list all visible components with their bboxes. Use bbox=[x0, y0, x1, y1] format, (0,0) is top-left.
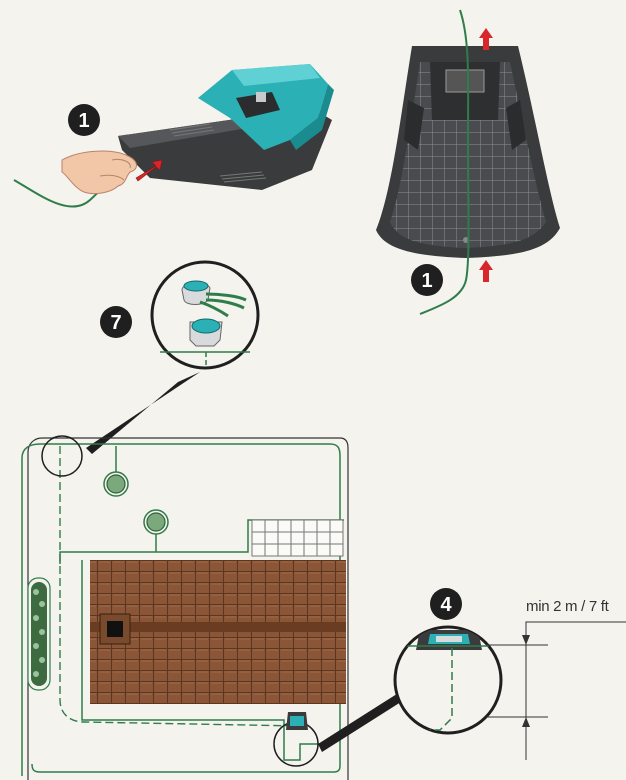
step-7-badge: 7 bbox=[100, 306, 132, 338]
hand-icon bbox=[62, 151, 137, 194]
svg-text:1: 1 bbox=[78, 110, 89, 132]
house bbox=[90, 560, 346, 704]
min-distance-label: min 2 m / 7 ft bbox=[526, 598, 609, 615]
svg-text:1: 1 bbox=[421, 270, 432, 292]
connector-icon bbox=[190, 319, 222, 346]
charging-station-detail bbox=[318, 622, 626, 760]
connector-detail bbox=[86, 262, 258, 454]
arrow-up-icon bbox=[479, 260, 493, 282]
hedge bbox=[28, 578, 50, 690]
patio bbox=[252, 520, 343, 556]
bush-icon bbox=[147, 513, 165, 531]
svg-text:4: 4 bbox=[440, 594, 452, 616]
robot-mower-icon bbox=[286, 712, 308, 730]
bush-icon bbox=[107, 475, 125, 493]
garden-plan bbox=[22, 436, 348, 780]
mower-underside-view bbox=[376, 10, 560, 314]
mower-side-view bbox=[14, 64, 334, 207]
step-1-badge: 1 bbox=[411, 264, 443, 296]
step-4-badge: 4 bbox=[430, 588, 462, 620]
step-1-badge: 1 bbox=[68, 104, 100, 136]
svg-text:7: 7 bbox=[110, 312, 121, 334]
